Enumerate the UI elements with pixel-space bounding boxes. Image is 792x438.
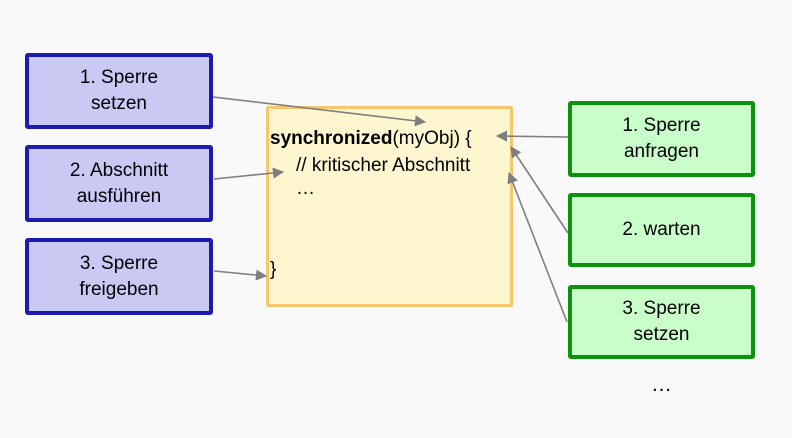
box-label-line: 3. Sperre [622, 298, 701, 319]
box-label-line: setzen [633, 324, 690, 345]
code-line-closing-brace: } [270, 259, 277, 280]
code-line-comment: // kritischer Abschnitt [296, 155, 471, 176]
code-line-ellipsis: … [296, 178, 315, 199]
left-step-box-1-sperre-setzen: 1. Sperre setzen [25, 53, 213, 129]
box-label-line: anfragen [623, 141, 699, 162]
code-keyword: synchronized [270, 128, 393, 149]
left-step-box-3-sperre-freigeben: 3. Sperre freigeben [25, 238, 213, 315]
box-label-line: 2. warten [622, 219, 701, 240]
box-label-line: setzen [91, 93, 147, 114]
right-step-box-2-warten: 2. warten [568, 193, 755, 267]
right-step-box-1-sperre-anfragen: 1. Sperre anfragen [568, 101, 755, 177]
box-label-line: freigeben [79, 278, 159, 300]
code-line-synchronized: synchronized(myObj) { [270, 128, 472, 150]
arrow-sperre-freigeben-to-brace [213, 269, 268, 281]
right-column-ellipsis: … [651, 373, 672, 396]
left-step-box-2-abschnitt-ausfuehren: 2. Abschnitt ausführen [25, 145, 213, 222]
box-label-line: 3. Sperre [79, 252, 159, 274]
box-label-line: ausführen [76, 185, 162, 207]
code-signature-rest: (myObj) { [392, 128, 472, 149]
box-label-line: 2. Abschnitt [69, 159, 169, 181]
right-step-box-3-sperre-setzen: 3. Sperre setzen [568, 285, 755, 359]
arrow-sperre-setzen-right-to-code [507, 171, 568, 323]
box-label-line: 1. Sperre [622, 115, 701, 136]
arrow-warten-to-code [510, 146, 569, 234]
box-label-line: 1. Sperre [79, 67, 159, 88]
